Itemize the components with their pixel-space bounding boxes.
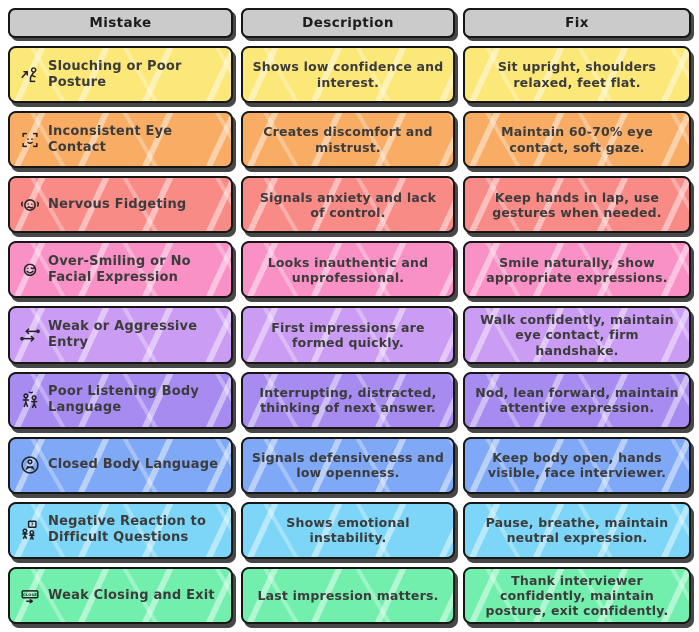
mistake-label: Poor Listening Body Language	[48, 384, 200, 416]
fix-cell: Walk confidently, maintain eye contact, …	[463, 306, 691, 364]
column-header-description: Description	[241, 8, 455, 38]
description-text: Signals defensiveness and low openness.	[251, 449, 445, 481]
mistake-cell: Inconsistent Eye Contact	[8, 111, 233, 169]
description-cell: Shows low confidence and interest.	[241, 46, 455, 104]
mistake-cell: Weak or Aggressive Entry	[8, 306, 233, 364]
description-cell: Signals anxiety and lack of control.	[241, 176, 455, 234]
description-text: Creates discomfort and mistrust.	[263, 124, 433, 155]
smiley-face-icon	[19, 259, 41, 281]
mistake-cell: Closed Body Language	[8, 436, 233, 494]
description-text: Shows emotional instability.	[286, 515, 410, 546]
eye-contact-face-icon	[19, 129, 41, 151]
listening-people-icon	[19, 389, 41, 411]
fix-text: Nod, lean forward, maintain attentive ex…	[475, 384, 679, 416]
mistake-label: Slouching or Poor Posture	[48, 58, 182, 90]
fix-cell: Keep hands in lap, use gestures when nee…	[463, 176, 691, 234]
description-text: Last impression matters.	[257, 587, 439, 603]
column-header-mistake: Mistake	[8, 8, 233, 38]
fix-text: Keep hands in lap, use gestures when nee…	[492, 189, 662, 220]
fix-cell: Smile naturally, show appropriate expres…	[463, 241, 691, 299]
fix-text: Smile naturally, show appropriate expres…	[486, 254, 668, 285]
mistake-label: Closed Body Language	[48, 457, 219, 473]
fix-text: Pause, breathe, maintain neutral express…	[485, 515, 669, 546]
mistake-cell: Nervous Fidgeting	[8, 176, 233, 234]
description-cell: Shows emotional instability.	[241, 501, 455, 559]
fix-cell: Maintain 60-70% eye contact, soft gaze.	[463, 111, 691, 169]
fix-text: Maintain 60-70% eye contact, soft gaze.	[501, 124, 653, 155]
fix-cell: Thank interviewer confidently, maintain …	[463, 566, 691, 624]
fix-cell: Keep body open, hands visible, face inte…	[463, 436, 691, 494]
description-text: Looks inauthentic and unprofessional.	[267, 254, 429, 285]
crossed-arms-person-icon	[19, 454, 41, 476]
description-cell: Last impression matters.	[241, 566, 455, 624]
description-text: Signals anxiety and lack of control.	[259, 189, 437, 220]
close-sign-icon: CLOSE	[19, 584, 41, 606]
description-cell: Looks inauthentic and unprofessional.	[241, 241, 455, 299]
fix-text: Sit upright, shoulders relaxed, feet fla…	[497, 59, 657, 90]
column-header-fix: Fix	[463, 8, 691, 38]
mistake-label: Weak Closing and Exit	[48, 587, 215, 603]
description-cell: Signals defensiveness and low openness.	[241, 436, 455, 494]
svg-text:CLOSE: CLOSE	[23, 593, 37, 597]
mistake-cell: Slouching or Poor Posture	[8, 46, 233, 104]
description-cell: Interrupting, distracted, thinking of ne…	[241, 371, 455, 429]
mistake-label: Weak or Aggressive Entry	[48, 319, 198, 350]
mistake-label: Nervous Fidgeting	[48, 196, 187, 212]
entry-arrows-icon	[19, 324, 41, 346]
nervous-face-icon	[19, 194, 41, 216]
mistake-cell: ? Negative Reaction to Difficult Questio…	[8, 501, 233, 559]
mistake-label: Over-Smiling or No Facial Expression	[48, 254, 191, 285]
slouching-person-icon	[19, 64, 41, 86]
mistake-cell: CLOSE Weak Closing and Exit	[8, 566, 233, 624]
fix-cell: Pause, breathe, maintain neutral express…	[463, 501, 691, 559]
fix-text: Thank interviewer confidently, maintain …	[485, 572, 669, 619]
fix-text: Keep body open, hands visible, face inte…	[487, 449, 667, 481]
question-card-person-icon: ?	[19, 519, 41, 541]
fix-cell: Sit upright, shoulders relaxed, feet fla…	[463, 46, 691, 104]
mistake-label: Inconsistent Eye Contact	[48, 123, 173, 155]
fix-cell: Nod, lean forward, maintain attentive ex…	[463, 371, 691, 429]
svg-text:?: ?	[31, 522, 34, 528]
mistake-cell: Poor Listening Body Language	[8, 371, 233, 429]
description-cell: Creates discomfort and mistrust.	[241, 111, 455, 169]
description-text: First impressions are formed quickly.	[271, 319, 425, 350]
description-text: Shows low confidence and interest.	[252, 59, 444, 90]
description-text: Interrupting, distracted, thinking of ne…	[259, 384, 437, 416]
mistake-label: Negative Reaction to Difficult Questions	[48, 514, 207, 546]
mistake-cell: Over-Smiling or No Facial Expression	[8, 241, 233, 299]
fix-text: Walk confidently, maintain eye contact, …	[480, 312, 674, 358]
description-cell: First impressions are formed quickly.	[241, 306, 455, 364]
